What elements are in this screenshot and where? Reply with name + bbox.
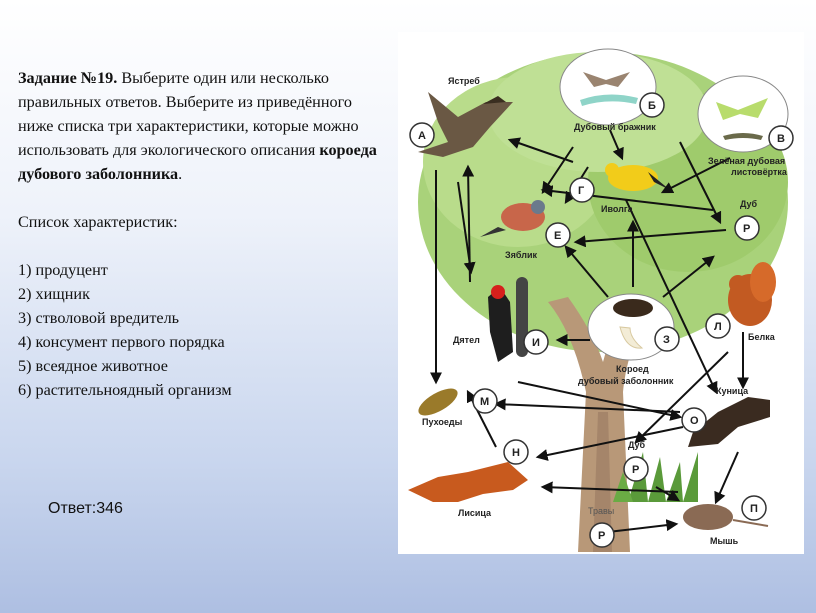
circle-r3-letter: Р: [598, 530, 605, 542]
circle-m-letter: М: [480, 396, 489, 408]
label-fox: Лисица: [458, 508, 492, 518]
beetle-circle: [587, 293, 675, 361]
task-period: .: [178, 165, 183, 183]
marten-illustration: [688, 397, 770, 447]
leafroller-circle: [697, 75, 789, 153]
pukhoedy-illustration: [418, 388, 458, 416]
hawkmoth-circle: [559, 48, 657, 126]
circle-e-letter: Е: [554, 230, 561, 242]
circle-r2: Р: [623, 456, 649, 482]
circle-r1-letter: Р: [743, 223, 750, 235]
food-web-diagram: Ястреб Дубовый бражник Зелёная дубовая л…: [398, 32, 804, 554]
list-item: 1) продуцент: [18, 261, 108, 279]
circle-r3: Р: [589, 522, 615, 548]
squirrel-illustration: [728, 262, 776, 326]
circle-b: Б: [639, 92, 665, 118]
list-item: 3) стволовой вредитель: [18, 309, 180, 327]
food-web-arrows: [430, 129, 749, 533]
task-text: Задание №19. Выберите один или несколько…: [18, 66, 390, 402]
label-hawk: Ястреб: [448, 76, 480, 86]
circle-o: О: [681, 407, 707, 433]
circle-b-letter: Б: [648, 100, 656, 112]
task-paragraph: Задание №19. Выберите один или несколько…: [18, 66, 390, 186]
list-item: 2) хищник: [18, 285, 90, 303]
label-oriole: Иволга: [601, 204, 634, 214]
label-hawkmoth: Дубовый бражник: [574, 122, 656, 132]
answer-text: Ответ:346: [48, 500, 123, 517]
label-squirrel: Белка: [748, 332, 776, 342]
label-marten: Куница: [716, 386, 749, 396]
circle-e: Е: [545, 222, 571, 248]
circle-m: М: [472, 388, 498, 414]
circle-o-letter: О: [690, 415, 699, 427]
circle-l: Л: [705, 313, 731, 339]
label-woodpecker: Дятел: [453, 335, 480, 345]
label-pukhoedy: Пухоеды: [422, 417, 463, 427]
circle-a-letter: А: [418, 130, 426, 142]
oak-tree-illustration: [418, 52, 788, 552]
food-web-svg: Ястреб Дубовый бражник Зелёная дубовая л…: [408, 48, 794, 552]
circle-n: Н: [503, 439, 529, 465]
finch-illustration: [480, 200, 545, 237]
grass-illustration: [613, 452, 698, 502]
letter-circles: А Б В Г Е Р Л И З М О Н Р П Р: [409, 92, 794, 548]
circle-g-letter: Г: [578, 185, 585, 197]
circle-i-letter: И: [532, 337, 540, 349]
mouse-illustration: [683, 504, 769, 530]
label-leafroller-1: Зелёная дубовая: [708, 156, 785, 166]
label-beetle-2: дубовый заболонник: [578, 376, 674, 386]
label-leafroller-2: листовёртка: [731, 167, 788, 177]
circle-i: И: [523, 329, 549, 355]
label-oak-top: Дуб: [740, 199, 758, 209]
circle-v-letter: В: [777, 133, 785, 145]
circle-p-letter: П: [750, 503, 758, 515]
list-title: Список характеристик:: [18, 213, 178, 231]
label-oak-bottom: Дуб: [628, 440, 646, 450]
circle-r1: Р: [734, 215, 760, 241]
list-item: 6) растительноядный организм: [18, 381, 232, 399]
list-item: 4) консумент первого порядка: [18, 333, 225, 351]
hawk-illustration: [418, 92, 513, 157]
circle-p: П: [741, 495, 767, 521]
circle-n-letter: Н: [512, 447, 520, 459]
circle-l-letter: Л: [714, 321, 722, 333]
circle-z: З: [654, 326, 680, 352]
fox-illustration: [408, 462, 528, 502]
list-item: 5) всеядное животное: [18, 357, 168, 375]
circle-r2-letter: Р: [632, 464, 639, 476]
circle-g: Г: [569, 177, 595, 203]
circle-a: А: [409, 122, 435, 148]
circle-v: В: [768, 125, 794, 151]
label-finch: Зяблик: [505, 250, 537, 260]
label-grass: Травы: [588, 506, 614, 516]
task-intro: Выберите один или несколько правильных о…: [18, 69, 359, 159]
circle-z-letter: З: [663, 334, 670, 346]
task-heading: Задание №19.: [18, 69, 118, 87]
label-beetle-1: Короед: [616, 364, 649, 374]
label-mouse: Мышь: [710, 536, 739, 546]
task-subject: короеда дубового заболонника: [18, 141, 377, 183]
